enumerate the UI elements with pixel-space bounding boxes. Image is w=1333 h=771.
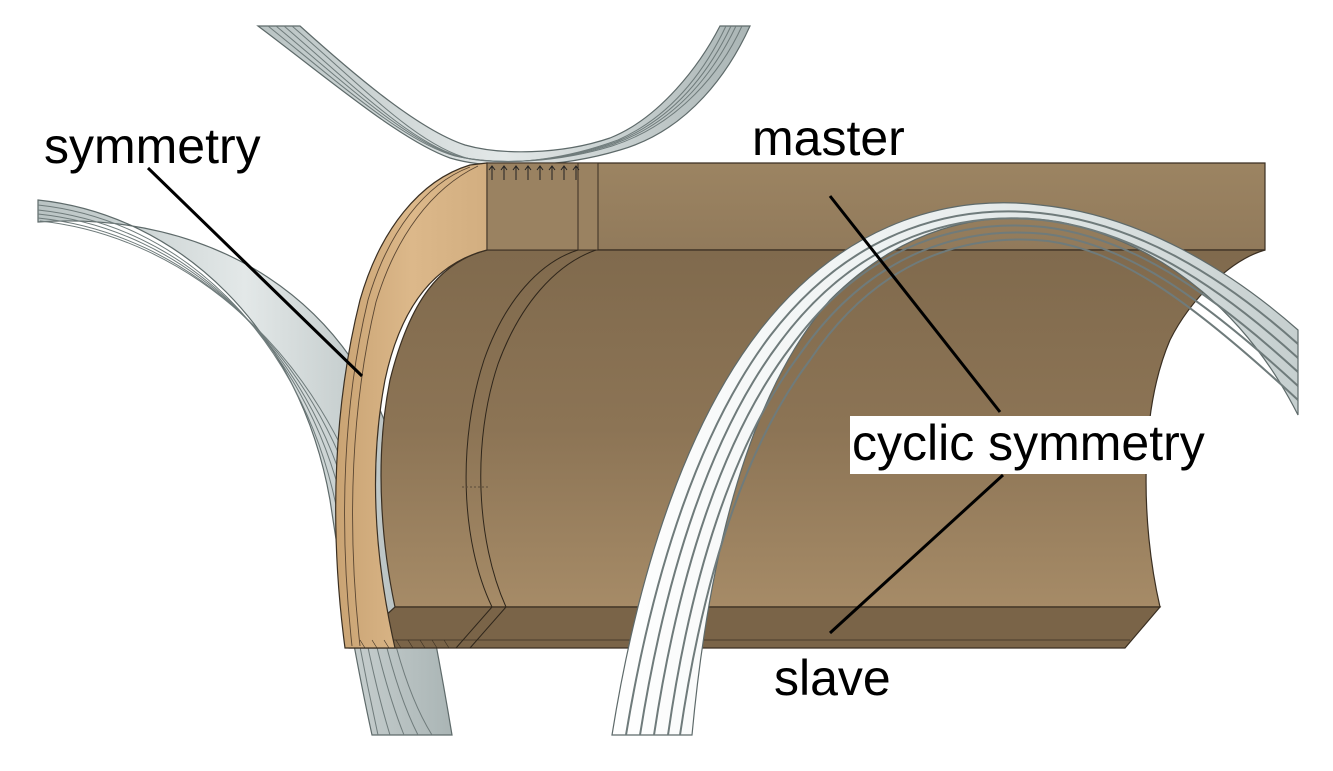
slave-leader [828,473,1005,635]
slave-label: slave [774,650,891,706]
master-label: master [752,110,905,166]
arrow-up-icon [488,165,580,180]
segment-body [335,162,1266,649]
right-conductor-strip [611,202,1299,736]
master-leader [828,195,1002,413]
top-conductor-strip [256,25,751,167]
symmetry-label: symmetry [44,118,261,174]
leader-lines [146,166,1005,635]
symmetry-leader [146,166,364,378]
cyclic-symmetry-label: cyclic symmetry [850,416,1209,474]
